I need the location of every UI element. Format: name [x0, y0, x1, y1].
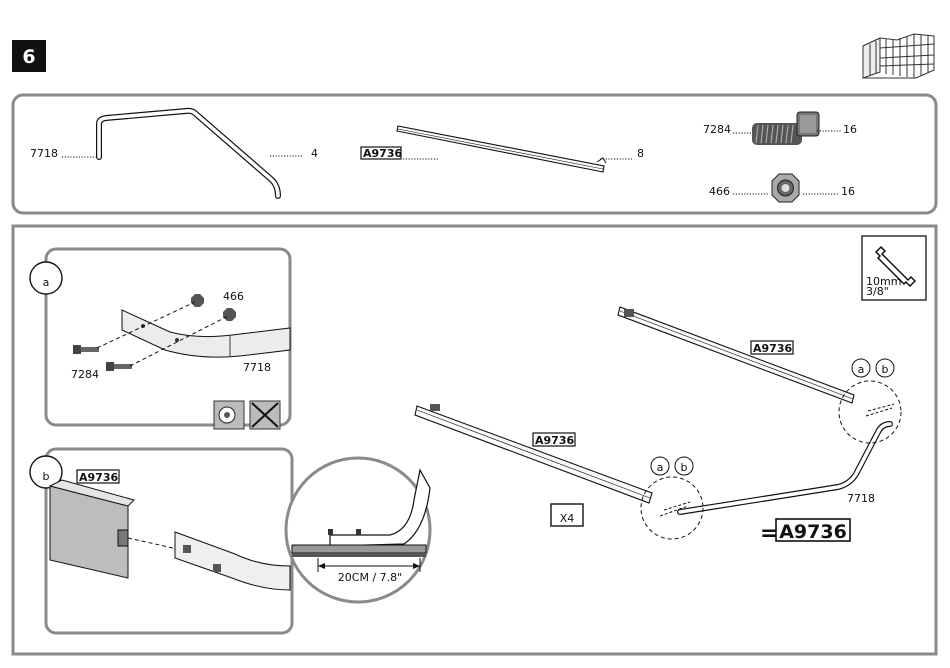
measurement-magnifier: 20CM / 7.8"	[286, 458, 430, 602]
detail-a-nut-code: 466	[223, 290, 244, 303]
svg-text:a: a	[858, 363, 865, 376]
svg-text:a: a	[657, 461, 664, 474]
part-466-qty: 16	[841, 185, 855, 198]
part-7718-qty: 4	[311, 147, 318, 160]
detail-a-bolt-code: 7284	[71, 368, 99, 381]
detail-a-tube-code: 7718	[243, 361, 271, 374]
multiplier-label: X4	[560, 512, 575, 525]
part-7284-qty: 16	[843, 123, 857, 136]
svg-text:b: b	[882, 363, 889, 376]
wrench-tool-box: 10mm 3/8"	[862, 236, 926, 300]
main-marker-a-lower: a	[651, 457, 669, 475]
step-badge: 6	[12, 40, 46, 72]
tool-size-imperial: 3/8"	[866, 285, 889, 298]
part-466-nut-icon	[772, 174, 799, 202]
main-marker-b-lower: b	[675, 457, 693, 475]
main-lower-bar-code: A9736	[535, 434, 574, 447]
main-upper-bar-code: A9736	[753, 342, 792, 355]
part-7718-code: 7718	[30, 147, 58, 160]
part-7284-code: 7284	[703, 123, 731, 136]
main-marker-b-upper: b	[876, 359, 894, 377]
measurement-label: 20CM / 7.8"	[338, 571, 402, 584]
part-a9736-code: A9736	[363, 147, 402, 160]
detail-a-marker: a	[30, 262, 62, 294]
greenhouse-thumbnail-icon	[863, 34, 934, 78]
part-a9736-qty: 8	[637, 147, 644, 160]
part-466-code: 466	[709, 185, 730, 198]
step-number: 6	[22, 46, 35, 68]
detail-a-marker-letter: a	[43, 276, 50, 289]
detail-b-bar-code: A9736	[79, 471, 118, 484]
result-code: A9736	[779, 521, 847, 543]
detail-b-marker-letter: b	[43, 470, 50, 483]
svg-text:b: b	[681, 461, 688, 474]
main-marker-a-upper: a	[852, 359, 870, 377]
main-frame-code: 7718	[847, 492, 875, 505]
